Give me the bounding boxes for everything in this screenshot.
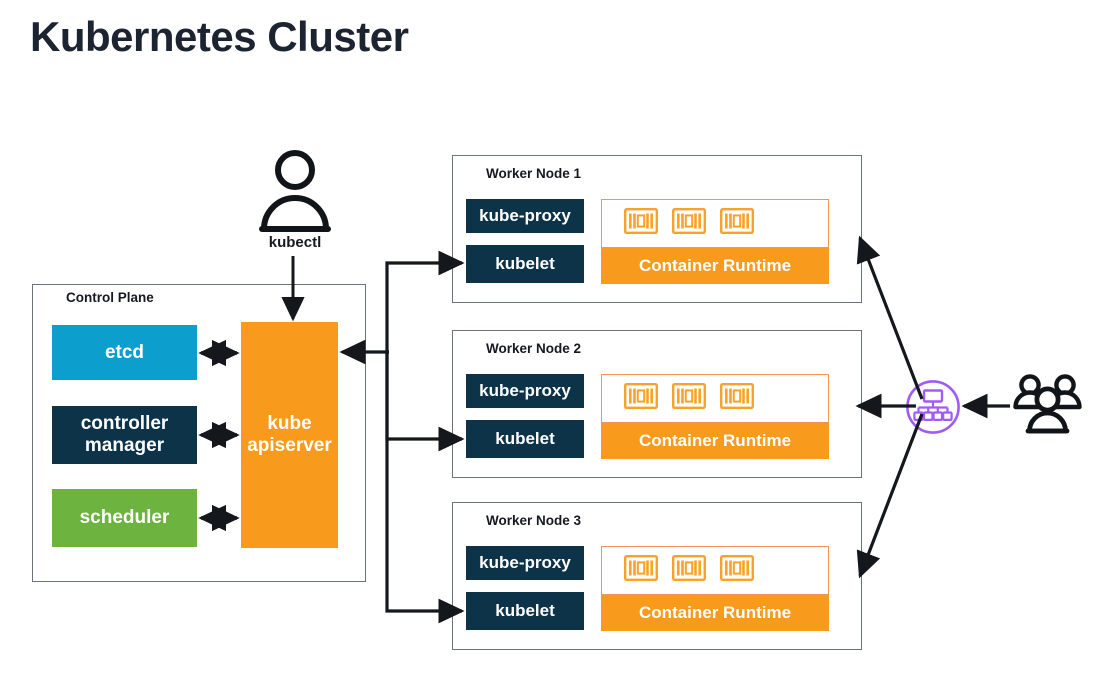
- worker-node-3-kubelet[interactable]: kubelet: [466, 592, 584, 630]
- container-icon: [720, 208, 755, 239]
- load-balancer-icon: [906, 380, 960, 434]
- container-runtime-label: Container Runtime: [638, 603, 792, 623]
- worker-node-2-label: Worker Node 2: [486, 341, 582, 356]
- container-icon: [624, 208, 659, 239]
- arrow-apiserver-to-kubelet-2: [385, 352, 465, 452]
- kube-apiserver-block[interactable]: kube apiserver: [241, 322, 338, 548]
- container-icon: [672, 208, 707, 239]
- worker-node-3-kube-proxy[interactable]: kube-proxy: [466, 546, 584, 580]
- container-icon: [624, 383, 659, 414]
- users-actor: [1012, 372, 1084, 438]
- controller-manager-label: controller manager: [80, 413, 169, 456]
- worker-node-3-pods-panel: [601, 546, 829, 595]
- kubectl-label: kubectl: [268, 234, 322, 251]
- container-icon: [624, 555, 659, 586]
- arrow-loadbalancer-to-node-3: [856, 413, 924, 579]
- user-icon: [259, 150, 331, 232]
- etcd-block[interactable]: etcd: [52, 325, 197, 380]
- worker-node-2-kube-proxy[interactable]: kube-proxy: [466, 374, 584, 408]
- worker-node-1-pods-panel: [601, 199, 829, 248]
- worker-node-2-pods-panel: [601, 374, 829, 423]
- worker-node-1-container-runtime[interactable]: Container Runtime: [601, 248, 829, 284]
- kube-proxy-label: kube-proxy: [479, 381, 571, 401]
- container-icon: [672, 383, 707, 414]
- page-title: Kubernetes Cluster: [30, 13, 409, 60]
- users-group-icon: [1013, 374, 1082, 434]
- controller-manager-block[interactable]: controller manager: [52, 406, 197, 464]
- arrow-loadbalancer-to-node-1: [856, 235, 924, 400]
- kube-proxy-label: kube-proxy: [479, 553, 571, 573]
- kube-apiserver-label: kube apiserver: [247, 413, 332, 456]
- worker-node-1-kube-proxy[interactable]: kube-proxy: [466, 199, 584, 233]
- kubelet-label: kubelet: [495, 429, 555, 449]
- container-icon: [672, 555, 707, 586]
- container-runtime-label: Container Runtime: [638, 256, 792, 276]
- worker-node-3-container-runtime[interactable]: Container Runtime: [601, 595, 829, 631]
- kube-proxy-label: kube-proxy: [479, 206, 571, 226]
- kubelet-label: kubelet: [495, 601, 555, 621]
- worker-node-3-label: Worker Node 3: [486, 513, 582, 528]
- container-runtime-label: Container Runtime: [638, 431, 792, 451]
- worker-node-1-box: [452, 155, 862, 303]
- etcd-label: etcd: [104, 341, 145, 363]
- worker-node-1-kubelet[interactable]: kubelet: [466, 245, 584, 283]
- load-balancer-actor[interactable]: [905, 379, 961, 435]
- worker-node-1-label: Worker Node 1: [486, 166, 582, 181]
- control-plane-label: Control Plane: [66, 290, 154, 305]
- worker-node-2-container-runtime[interactable]: Container Runtime: [601, 423, 829, 459]
- arrow-apiserver-to-kubelet-1: [385, 250, 465, 352]
- worker-node-2-kubelet[interactable]: kubelet: [466, 420, 584, 458]
- scheduler-label: scheduler: [79, 507, 170, 529]
- kubectl-actor: kubectl: [255, 148, 335, 258]
- container-icon: [720, 555, 755, 586]
- container-icon: [720, 383, 755, 414]
- control-plane-box: [32, 284, 366, 582]
- kubelet-label: kubelet: [495, 254, 555, 274]
- arrow-apiserver-to-kubelet-3: [385, 352, 465, 624]
- scheduler-block[interactable]: scheduler: [52, 489, 197, 547]
